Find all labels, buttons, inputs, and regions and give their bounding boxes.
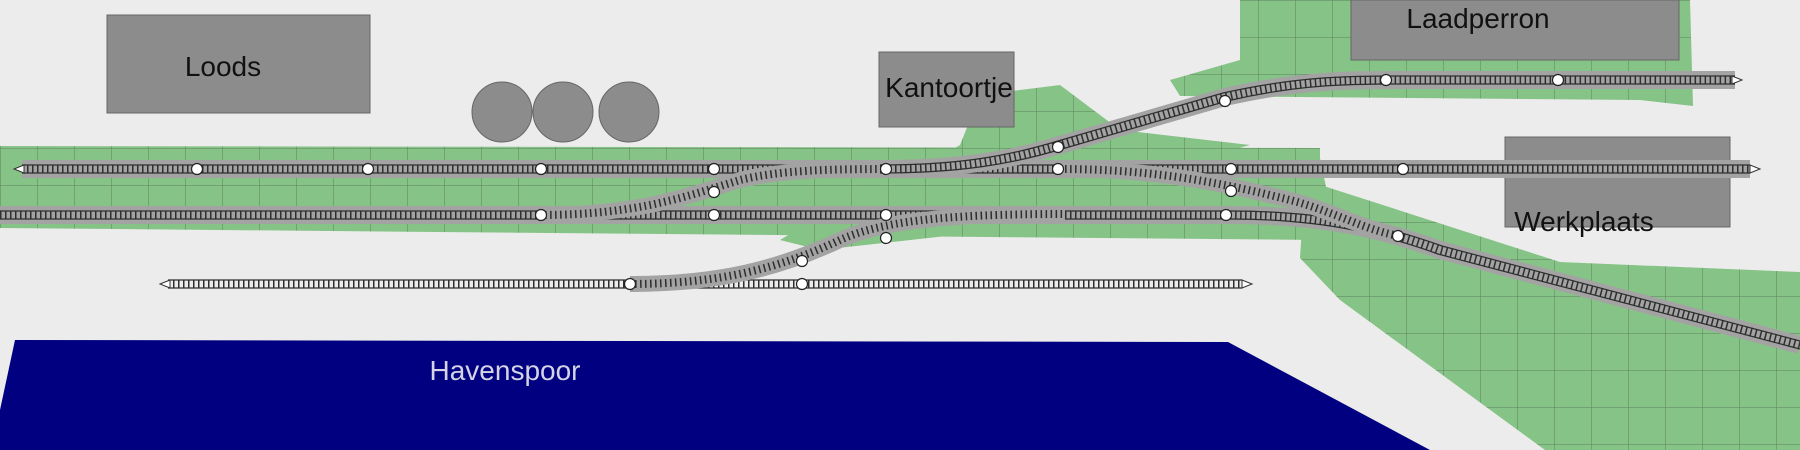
track-node[interactable] (623, 277, 637, 291)
track-node[interactable] (1051, 162, 1065, 176)
track-end-marker (1749, 164, 1762, 174)
track-node[interactable] (795, 277, 809, 291)
buildings (106, 0, 1731, 228)
crossover-3-2 (629, 206, 1066, 292)
loods-label: Loods (185, 51, 261, 82)
track-node[interactable] (1051, 140, 1065, 154)
track-node[interactable] (1379, 73, 1393, 87)
track-node[interactable] (879, 208, 893, 222)
track-node[interactable] (1396, 162, 1410, 176)
track-node[interactable] (795, 254, 809, 268)
track-node[interactable] (1218, 94, 1232, 108)
kantoortje-label: Kantoortje (885, 72, 1013, 103)
havenspoor-label: Havenspoor (430, 355, 581, 386)
track-end-marker (1241, 279, 1254, 289)
kantoortje-building (878, 51, 1015, 128)
track-nodes (190, 73, 1565, 291)
werkplaats-label: Werkplaats (1514, 206, 1654, 237)
crossover-2-1 (539, 161, 901, 223)
track-node[interactable] (534, 208, 548, 222)
track-node[interactable] (534, 162, 548, 176)
werkplaats-building (1504, 136, 1731, 228)
track-node[interactable] (1224, 162, 1238, 176)
track-node[interactable] (1219, 208, 1233, 222)
track-node[interactable] (879, 231, 893, 245)
track-node[interactable] (707, 208, 721, 222)
silo (532, 81, 594, 143)
track-node[interactable] (1224, 184, 1238, 198)
track-node[interactable] (1551, 73, 1565, 87)
track-node[interactable] (190, 162, 204, 176)
track-node[interactable] (707, 185, 721, 199)
track-node[interactable] (361, 162, 375, 176)
track-end-marker (1731, 75, 1744, 85)
silo (471, 81, 533, 143)
track-end-marker (12, 164, 25, 174)
track-node[interactable] (1391, 229, 1405, 243)
loods-building (106, 14, 371, 114)
silo (598, 81, 660, 143)
track-node[interactable] (879, 162, 893, 176)
crossover-1-2 (1059, 161, 1402, 244)
havenspoor-water (0, 340, 1430, 450)
labels: Loods Kantoortje Laadperron Werkplaats H… (185, 3, 1654, 386)
laadperron-label: Laadperron (1406, 3, 1549, 34)
track-end-marker (158, 279, 171, 289)
track-node[interactable] (707, 162, 721, 176)
laadperron-building (1350, 0, 1680, 61)
